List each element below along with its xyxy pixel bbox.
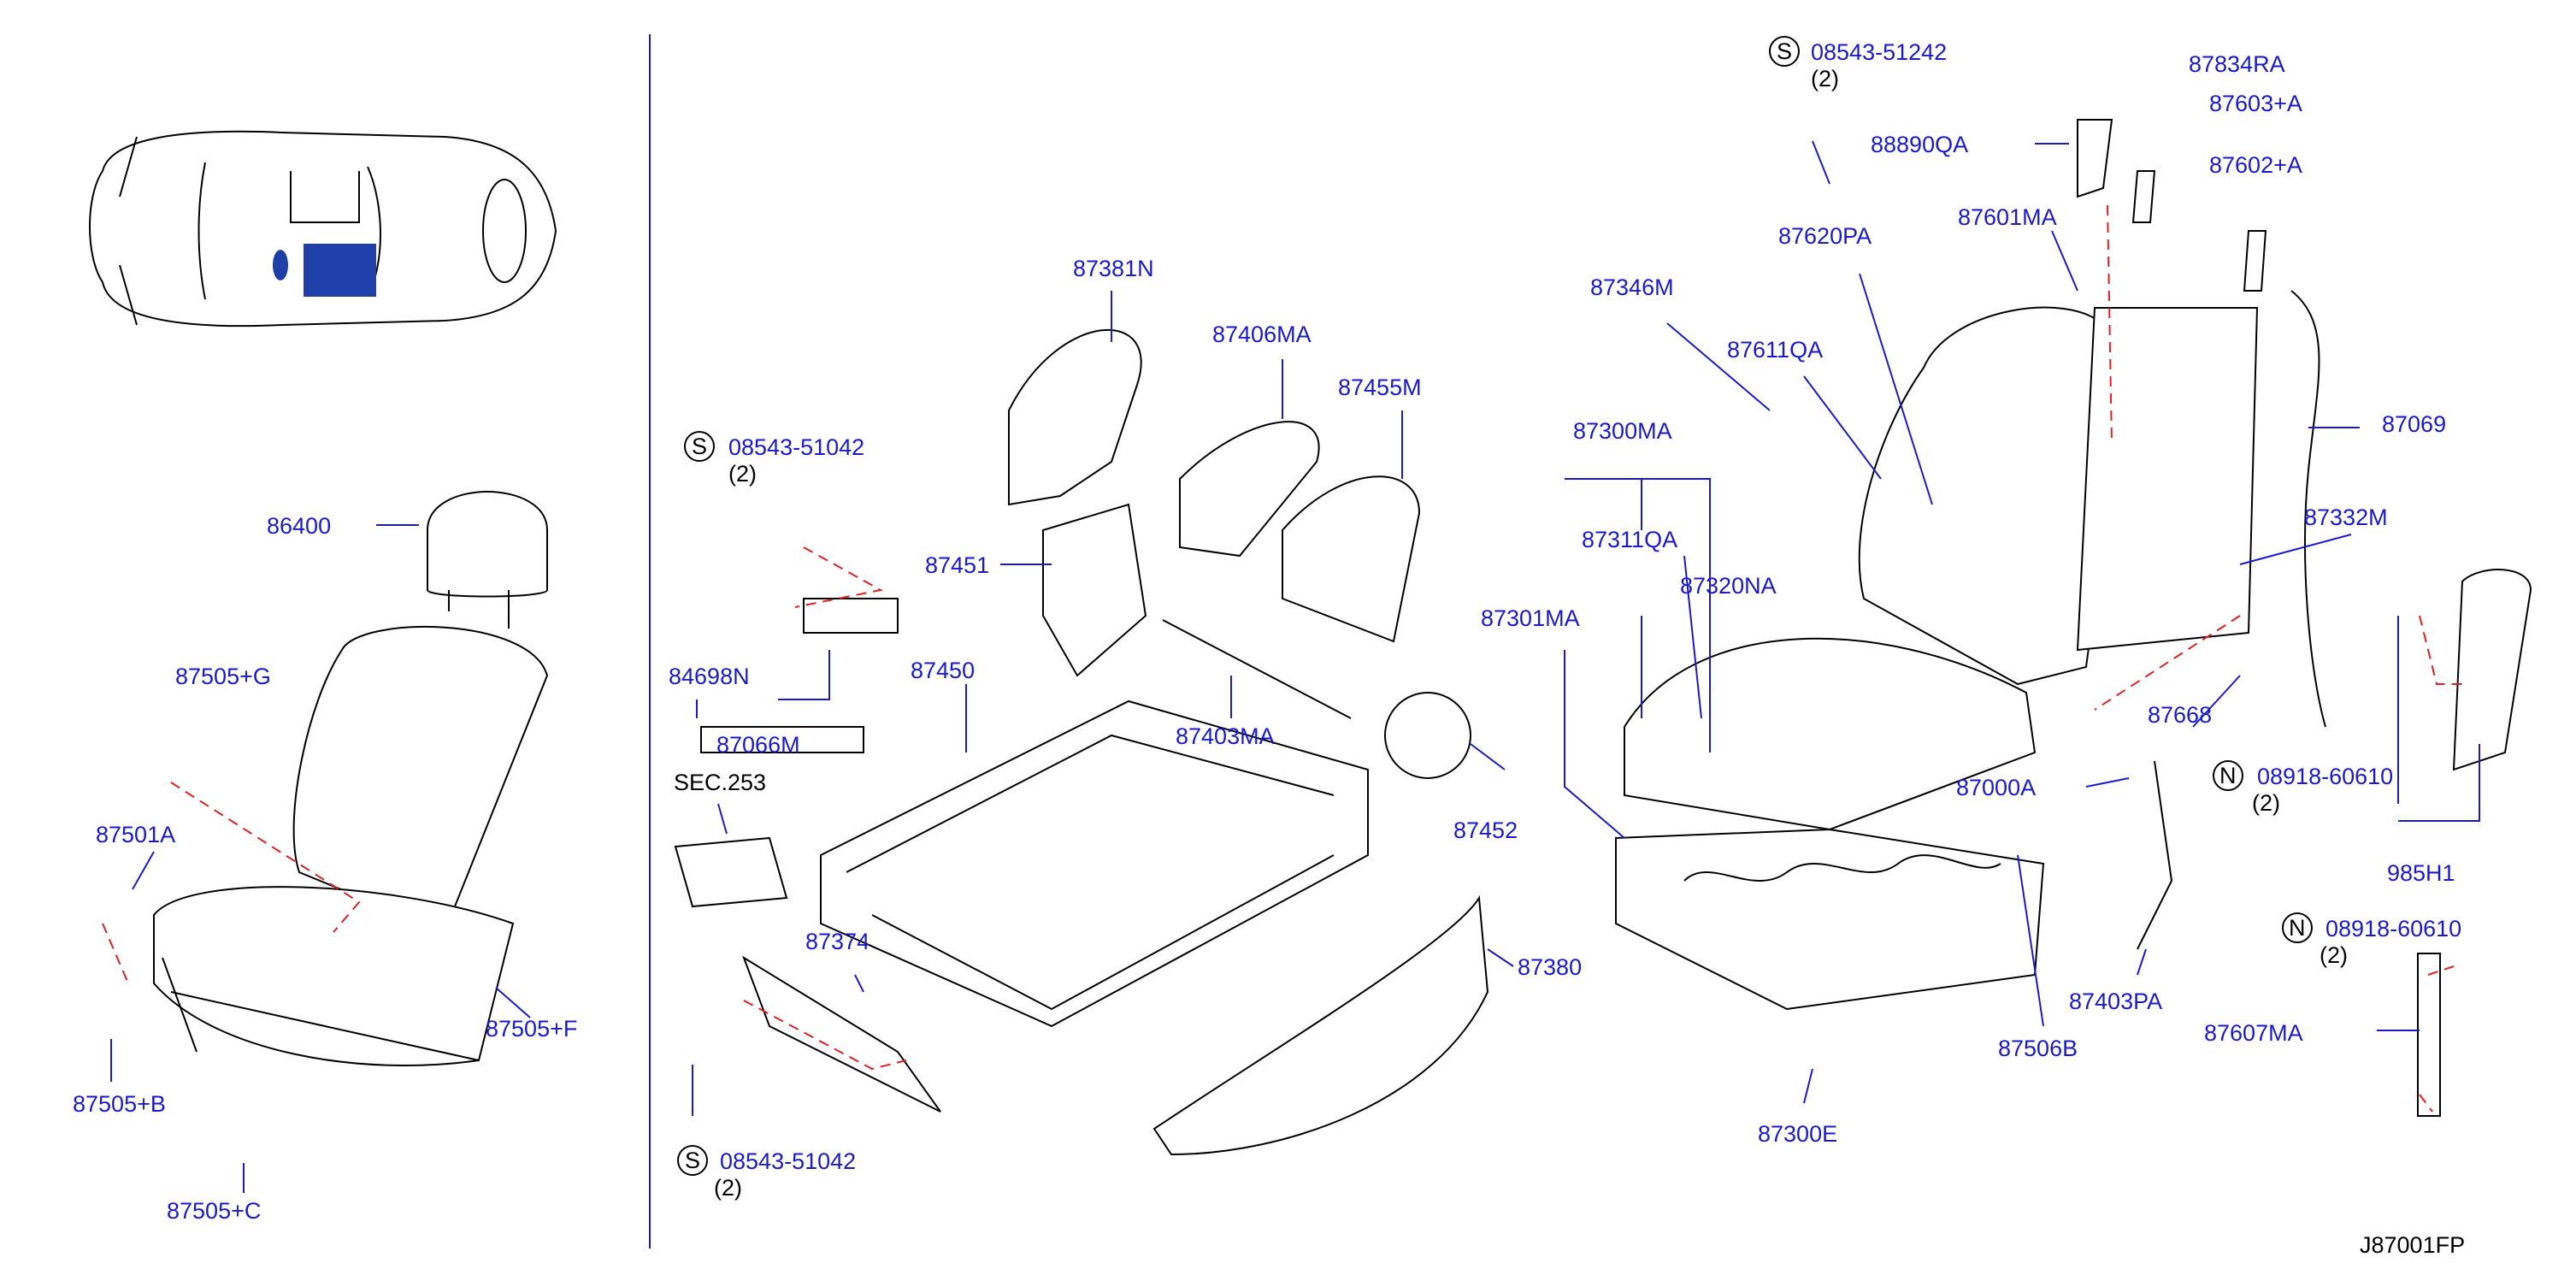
label-87346m[interactable]: 87346M xyxy=(1590,274,1674,300)
label-87834ra[interactable]: 87834RA xyxy=(2189,51,2285,77)
label-87069[interactable]: 87069 xyxy=(2382,411,2446,437)
label-87451[interactable]: 87451 xyxy=(925,552,989,578)
label-87505-g[interactable]: 87505+G xyxy=(175,664,271,689)
circle-n-bottom xyxy=(2282,912,2313,943)
qty-08543-51042-bottom: (2) xyxy=(714,1175,742,1201)
cushion-frame xyxy=(1615,828,2045,1011)
complete-seat-drawing xyxy=(102,491,549,1066)
qty-08543-51042-top: (2) xyxy=(728,461,757,487)
part-labels: 86400 87505+G 87501A 87505+B 87505+C 875… xyxy=(73,36,2465,1258)
circle-s-bottom xyxy=(677,1145,708,1176)
seatback-pad xyxy=(1858,306,2122,686)
label-87602-a[interactable]: 87602+A xyxy=(2209,152,2302,178)
label-87000a[interactable]: 87000A xyxy=(1956,775,2036,800)
prefix-s-right: S xyxy=(1777,38,1792,64)
car-overview xyxy=(89,130,557,328)
label-87403ma[interactable]: 87403MA xyxy=(1176,723,1275,749)
circle-s-top xyxy=(684,431,715,462)
qty-08918-60610-top: (2) xyxy=(2252,790,2280,816)
label-08543-51042-bottom[interactable]: 08543-51042 xyxy=(720,1148,856,1174)
qty-08543-51242: (2) xyxy=(1811,66,1839,91)
label-87066m[interactable]: 87066M xyxy=(716,732,800,758)
cover-87374 xyxy=(742,955,941,1113)
circle-n-top xyxy=(2213,760,2243,791)
label-86400[interactable]: 86400 xyxy=(267,513,331,539)
label-08543-51242[interactable]: 08543-51242 xyxy=(1811,39,1947,65)
seatback-shape xyxy=(292,626,549,934)
label-985h1[interactable]: 985H1 xyxy=(2387,860,2455,886)
label-87300e[interactable]: 87300E xyxy=(1758,1121,1837,1147)
label-87406ma[interactable]: 87406MA xyxy=(1212,322,1312,347)
cover-985H1 xyxy=(2452,569,2532,771)
label-87380[interactable]: 87380 xyxy=(1518,954,1582,980)
label-87320na[interactable]: 87320NA xyxy=(1680,573,1777,599)
cushion-shape xyxy=(153,886,515,1066)
cushion-back-drawing xyxy=(1615,119,2532,1117)
frame-cover-87381N xyxy=(1008,328,1142,506)
label-87506b[interactable]: 87506B xyxy=(1998,1036,2078,1061)
seat-cushion xyxy=(1624,637,2037,831)
label-87301ma[interactable]: 87301MA xyxy=(1481,605,1580,631)
circle-s-right xyxy=(1769,36,1800,67)
prefix-n-bottom: N xyxy=(2289,915,2306,941)
highlighted-seat-position xyxy=(304,244,376,297)
label-87374[interactable]: 87374 xyxy=(805,929,869,954)
label-08918-60610-top[interactable]: 08918-60610 xyxy=(2257,764,2393,789)
strap-87607MA xyxy=(2417,953,2441,1117)
label-87668[interactable]: 87668 xyxy=(2148,702,2212,728)
diagram-id: J87001FP xyxy=(2360,1232,2465,1258)
label-87501a[interactable]: 87501A xyxy=(96,822,175,847)
seat-frame-drawing xyxy=(674,328,1489,1156)
label-87620pa[interactable]: 87620PA xyxy=(1778,223,1872,249)
label-87611qa[interactable]: 87611QA xyxy=(1727,337,1823,363)
label-08918-60610-bottom[interactable]: 08918-60610 xyxy=(2325,916,2461,941)
label-87505-b[interactable]: 87505+B xyxy=(73,1091,166,1117)
sec253-module xyxy=(674,836,788,908)
label-87505-c[interactable]: 87505+C xyxy=(167,1198,261,1224)
label-84698n[interactable]: 84698N xyxy=(669,664,750,689)
label-87450[interactable]: 87450 xyxy=(911,658,975,683)
highlighted-oval xyxy=(273,250,288,280)
leader-lines xyxy=(110,140,2480,1193)
label-87300ma[interactable]: 87300MA xyxy=(1573,418,1672,444)
label-87601ma[interactable]: 87601MA xyxy=(1958,204,2057,230)
qty-08918-60610-bottom: (2) xyxy=(2320,942,2348,968)
cover-87380 xyxy=(1152,894,1489,1156)
label-87455m[interactable]: 87455M xyxy=(1338,375,1422,400)
prefix-s-bottom: S xyxy=(685,1148,700,1173)
prefix-s-top: S xyxy=(692,434,707,459)
label-87332m[interactable]: 87332M xyxy=(2304,505,2388,530)
label-87452[interactable]: 87452 xyxy=(1453,817,1518,843)
prefix-n-top: N xyxy=(2219,763,2237,788)
label-08543-51042-top[interactable]: 08543-51042 xyxy=(728,434,864,460)
label-87603-a[interactable]: 87603+A xyxy=(2209,91,2302,116)
label-87381n[interactable]: 87381N xyxy=(1073,256,1154,281)
label-87505-f[interactable]: 87505+F xyxy=(486,1016,577,1042)
label-sec253[interactable]: SEC.253 xyxy=(674,770,766,795)
label-87607ma[interactable]: 87607MA xyxy=(2204,1020,2303,1046)
headrest-shape xyxy=(427,491,548,598)
seatback-frame xyxy=(2076,307,2259,652)
label-88890qa[interactable]: 88890QA xyxy=(1871,132,1968,157)
label-87311qa[interactable]: 87311QA xyxy=(1582,527,1677,552)
label-87403pa[interactable]: 87403PA xyxy=(2069,989,2162,1014)
